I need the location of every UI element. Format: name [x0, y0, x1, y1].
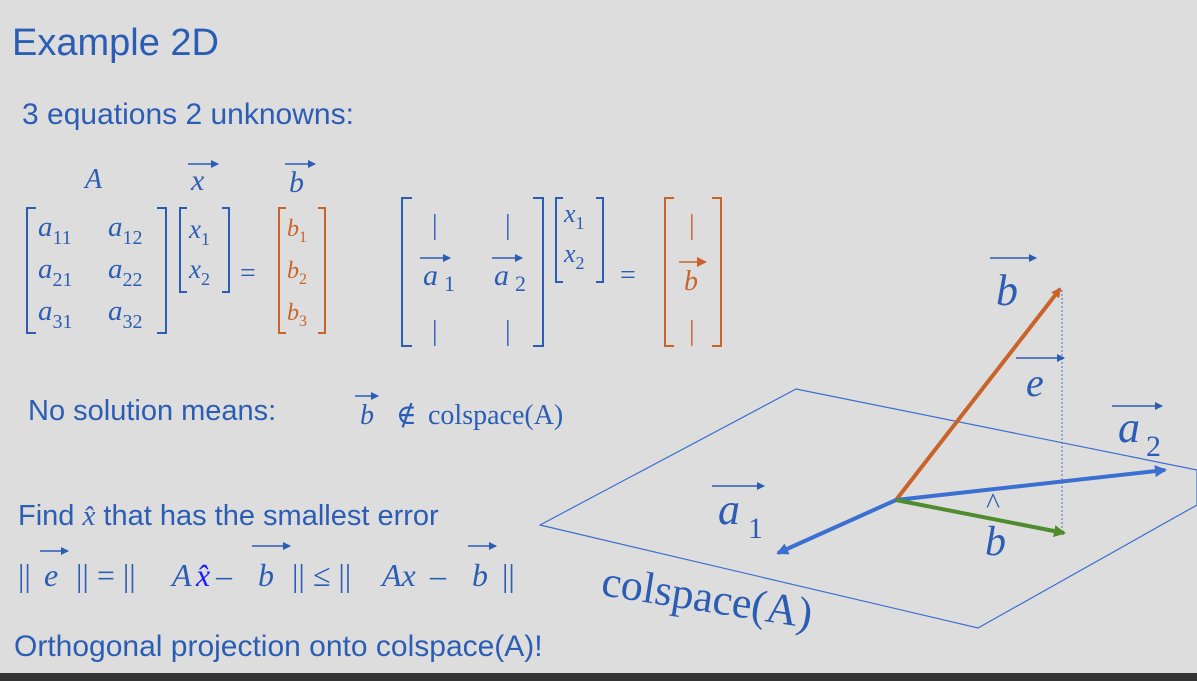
- eq2-b: b: [684, 266, 698, 297]
- eq2-b-bar-top: |: [689, 210, 695, 241]
- vector-e-label: e: [1026, 360, 1044, 405]
- bhat-hat: ^: [986, 487, 1000, 520]
- x2: x2: [188, 254, 210, 289]
- label-A: A: [83, 164, 103, 195]
- orthogonal-projection-line: Orthogonal projection onto colspace(A)!: [14, 630, 543, 663]
- slide-subtitle: 3 equations 2 unknowns:: [22, 98, 354, 131]
- svg-text:A: A: [170, 557, 192, 593]
- colspace-label: colspace(A): [598, 556, 816, 638]
- svg-text:b: b: [258, 557, 274, 593]
- b1: b1: [287, 216, 307, 246]
- svg-text:|| ≤ ||: || ≤ ||: [292, 557, 351, 593]
- b2: b2: [287, 258, 307, 288]
- svg-text:||: ||: [502, 557, 515, 593]
- nosol-b: b: [360, 400, 374, 431]
- equals-1: =: [240, 258, 256, 289]
- nosol-colspace: colspace(A): [428, 400, 563, 431]
- vector-bhat-arrow: [895, 498, 1066, 537]
- no-solution-prefix: No solution means:: [28, 395, 277, 427]
- bottom-bar: [0, 673, 1197, 681]
- svg-text:|| = ||: || = ||: [76, 557, 136, 593]
- label-b: b: [289, 166, 304, 199]
- svg-text:e: e: [44, 557, 58, 593]
- svg-text:–: –: [215, 557, 233, 593]
- find-prefix: Find: [18, 500, 75, 532]
- vector-b-arrow: [894, 287, 1062, 502]
- x-hat-symbol: x̂: [82, 500, 96, 532]
- not-element-symbol: ∉: [396, 400, 417, 431]
- vector-b-label: b: [996, 266, 1018, 315]
- vector-bhat-label: b: [985, 519, 1006, 565]
- label-x: x: [190, 164, 205, 197]
- col2-bar-top: |: [505, 210, 511, 241]
- colspace-plane: [538, 388, 1197, 629]
- svg-text:x̂: x̂: [195, 557, 210, 593]
- slide-title: Example 2D: [12, 22, 219, 64]
- svg-text:–: –: [429, 557, 447, 593]
- norm-inequality: || e || = || A x̂ – b || ≤ || Ax – b ||: [18, 542, 515, 593]
- vector-a1-arrow: [776, 498, 897, 555]
- a21: a21: [38, 253, 73, 291]
- no-solution-line: No solution means:: [28, 395, 276, 428]
- find-line: Find x̂ that has the smallest error: [18, 500, 439, 533]
- svg-text:b: b: [472, 557, 488, 593]
- x1: x1: [188, 214, 210, 249]
- svg-text:Ax: Ax: [380, 557, 416, 593]
- eq2-x1: x1: [563, 199, 585, 233]
- col1-bar-top: |: [432, 210, 438, 241]
- eq2-b-bar-bottom: |: [689, 316, 695, 347]
- a32: a32: [108, 295, 143, 333]
- svg-text:||: ||: [18, 557, 31, 593]
- a31: a31: [38, 295, 73, 333]
- find-suffix: that has the smallest error: [103, 500, 439, 532]
- eq2-x2: x2: [563, 239, 585, 273]
- col1-bar-bottom: |: [432, 316, 438, 347]
- col2-bar-bottom: |: [505, 316, 511, 347]
- a12: a12: [108, 211, 143, 249]
- a11: a11: [38, 211, 72, 249]
- vector-a2-arrow: [895, 465, 1167, 502]
- a22: a22: [108, 253, 143, 291]
- equals-2: =: [620, 260, 636, 291]
- b3: b3: [287, 300, 307, 330]
